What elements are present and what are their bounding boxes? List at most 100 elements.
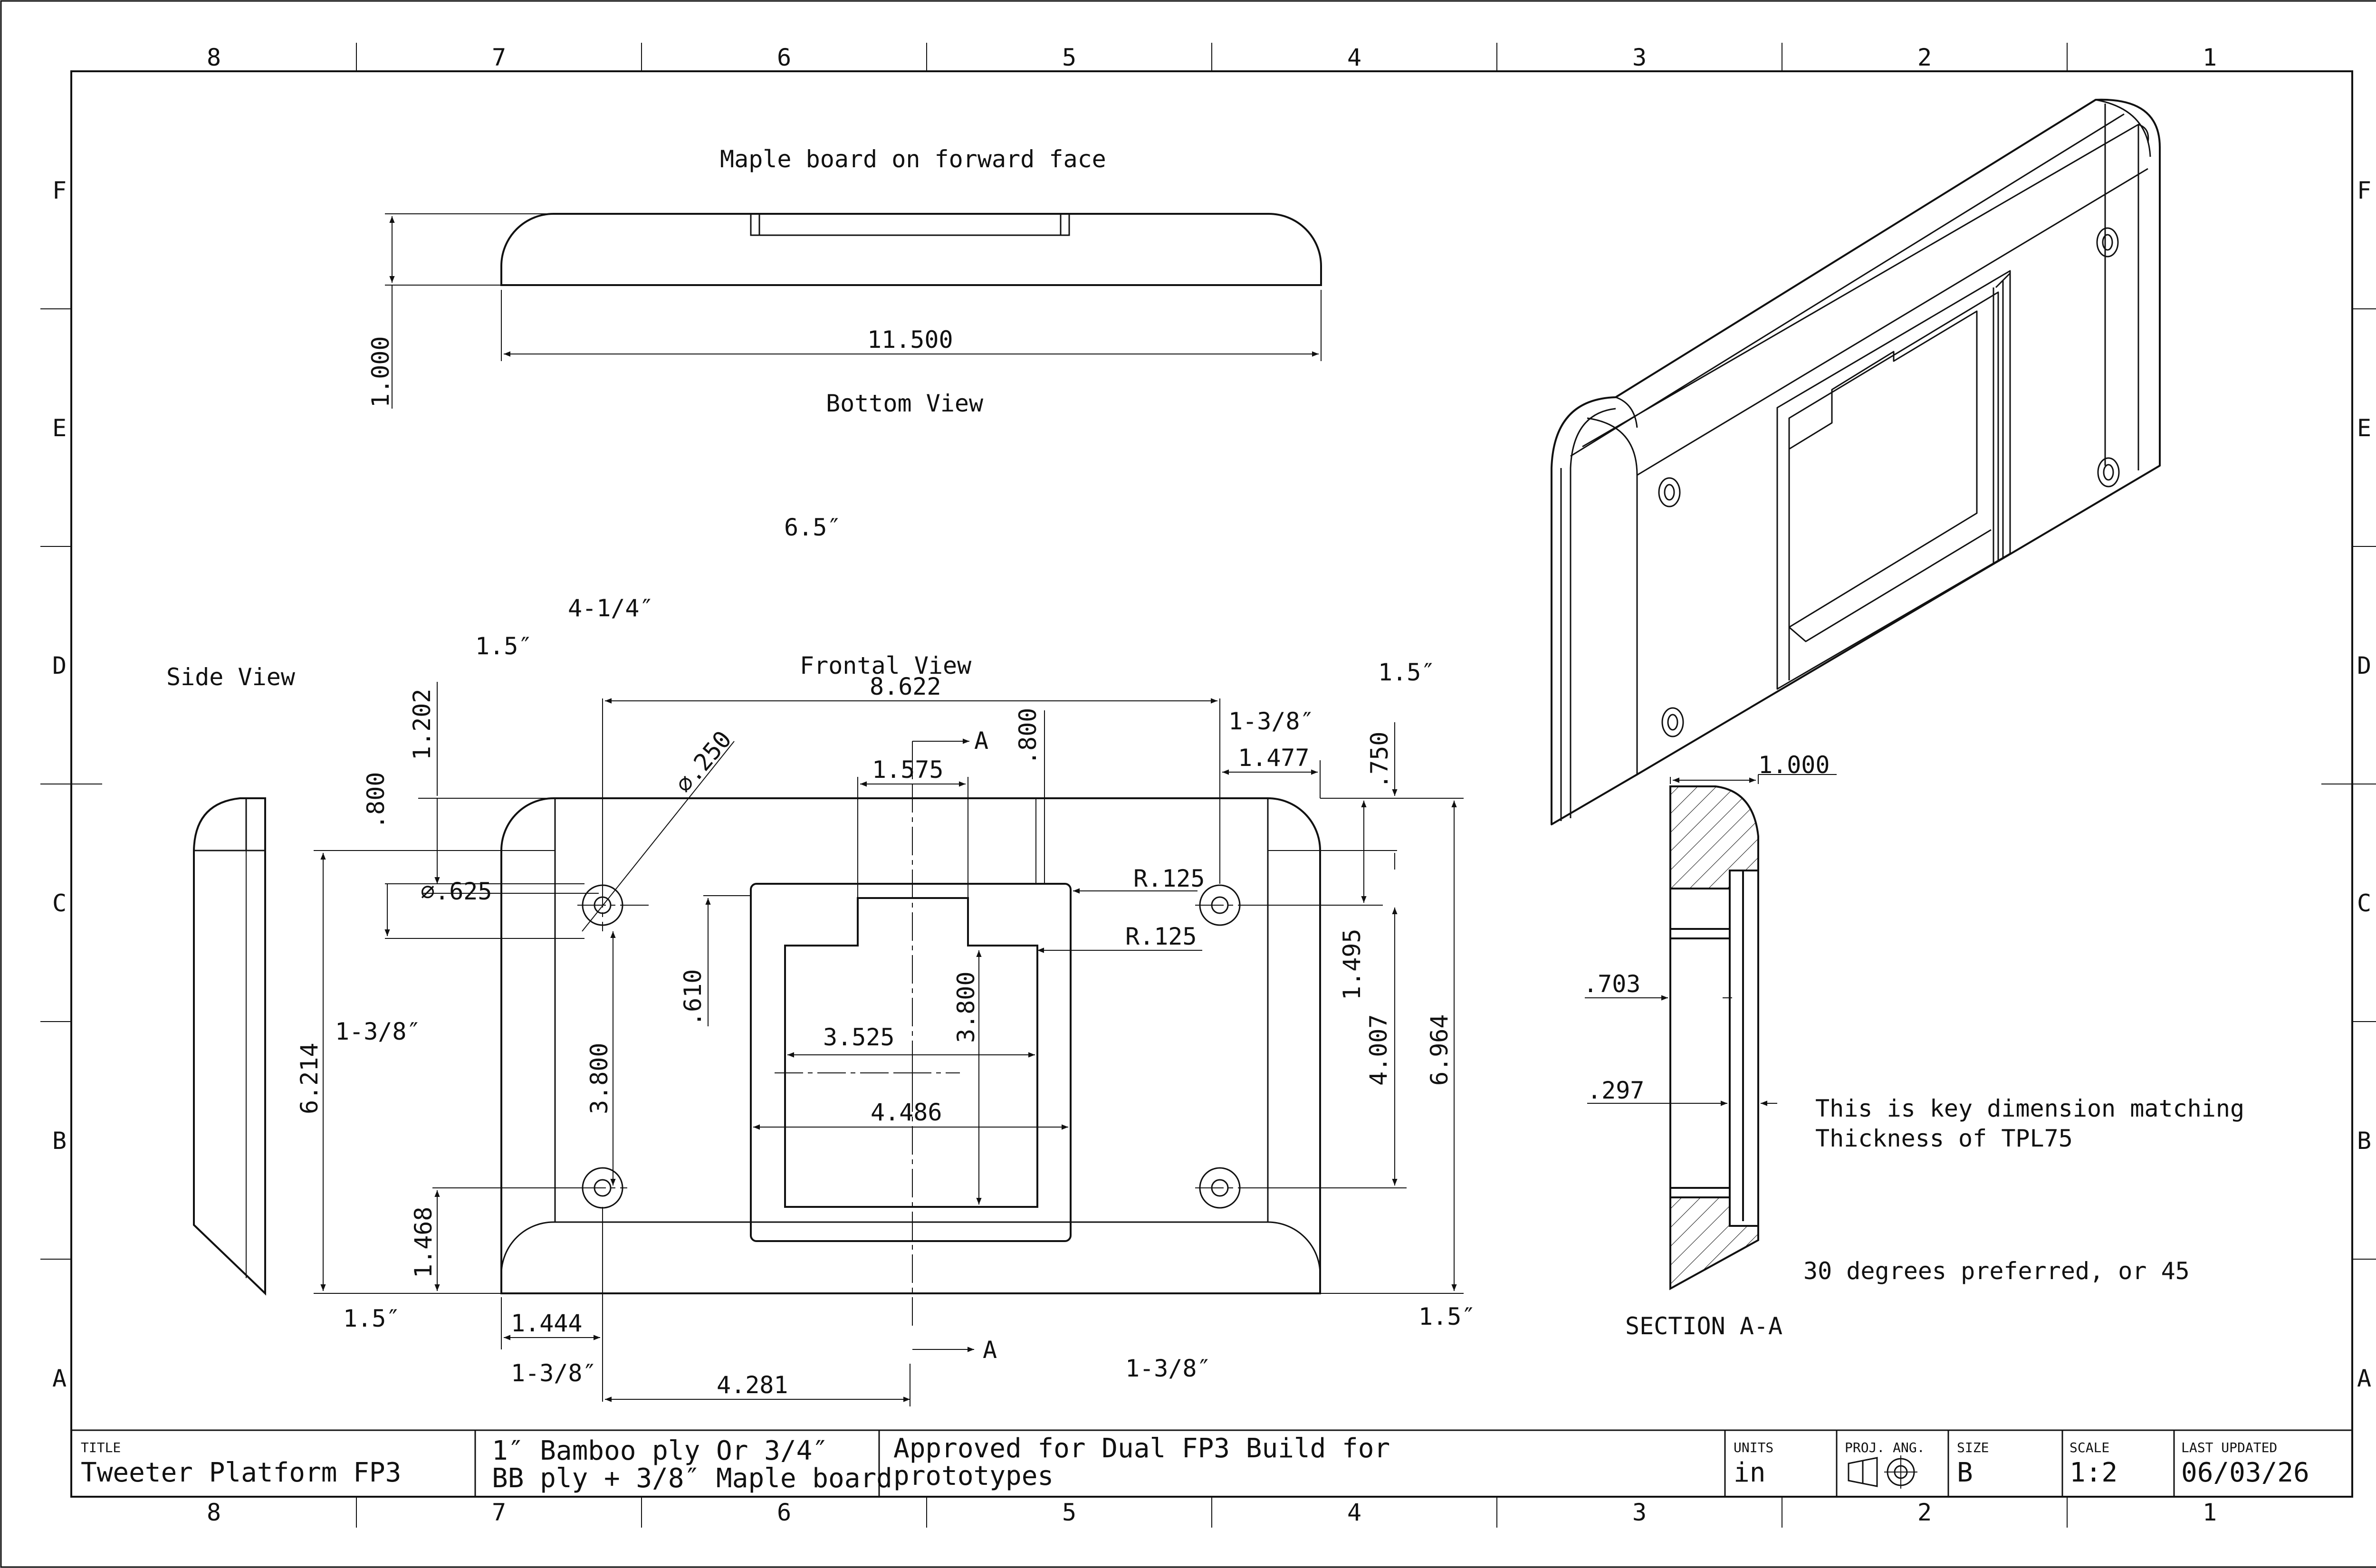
zone-row-d-right: D [2357, 652, 2371, 679]
iso-front-face [1587, 168, 2148, 774]
note-1-3-8-left: 1-3/8″ [335, 1018, 421, 1045]
dim-4007: 4.007 [1365, 1014, 1392, 1086]
dim-1000-section: 1.000 [1758, 751, 1830, 779]
zone-col-6-bottom: 6 [777, 1499, 791, 1526]
dim-bottom-height [385, 213, 546, 409]
units-label: UNITS [1734, 1440, 1773, 1455]
scale-value: 1:2 [2069, 1457, 2117, 1488]
note-1-3-8-bottom-right: 1-3/8″ [1125, 1355, 1211, 1382]
size-value: B [1957, 1457, 1973, 1488]
zone-col-2-bottom: 2 [1917, 1499, 1932, 1526]
bottom-view-outline [500, 213, 1322, 286]
updated-label: LAST UPDATED [2181, 1440, 2277, 1455]
zone-col-7-bottom: 7 [492, 1499, 506, 1526]
dim-1202: 1.202 [408, 688, 436, 760]
dim-bottom-width [501, 290, 1322, 361]
frontal-view [500, 741, 1321, 1326]
section-mark-a-bottom: A [983, 1336, 997, 1364]
side-view-title: Side View [166, 663, 296, 691]
dim-3800-inner: 3.800 [952, 971, 980, 1043]
title-block [71, 1429, 2352, 1497]
zone-col-5-bottom: 5 [1062, 1499, 1076, 1526]
title-value: Tweeter Platform FP3 [81, 1457, 401, 1488]
note-key-dimension-line1: This is key dimension matching [1815, 1095, 2244, 1122]
dim-1444: 1.444 [511, 1310, 583, 1337]
note-1-3-8-bottom-left: 1-3/8″ [511, 1359, 597, 1387]
size-label: SIZE [1957, 1440, 1989, 1455]
zone-row-f-left: F [52, 177, 67, 204]
frontal-bottom-arcs [500, 1221, 1321, 1293]
dim-3800-left: 3.800 [585, 1042, 613, 1114]
zone-col-4-bottom: 4 [1347, 1499, 1361, 1526]
note-4-1-4: 4-1/4″ [568, 594, 654, 622]
frontal-dimension-lines [314, 682, 1464, 1406]
title-block-text: TITLE Tweeter Platform FP3 1″ Bamboo ply… [81, 1433, 2309, 1494]
zone-col-3-bottom: 3 [1632, 1499, 1647, 1526]
bottom-view-title: Bottom View [826, 390, 984, 417]
iso-mount-holes [1658, 227, 2120, 737]
material-line1: 1″ Bamboo ply Or 3/4″ [492, 1435, 828, 1466]
zone-col-1-top: 1 [2203, 44, 2217, 71]
zone-labels: 8 7 6 5 4 3 2 1 8 7 6 5 4 3 2 1 F E D C … [52, 44, 2371, 1526]
title-label: TITLE [81, 1440, 121, 1455]
zone-col-4-top: 4 [1347, 44, 1361, 71]
section-body-lines [1669, 786, 1759, 1289]
zone-col-8-bottom: 8 [207, 1499, 221, 1526]
dim-r125-bottom: R.125 [1125, 923, 1197, 950]
dim-1000-bottom: 1.000 [367, 336, 394, 408]
iso-baffle-strip [1993, 272, 2011, 563]
approval-line2: prototypes [893, 1461, 1054, 1492]
center-lines [577, 741, 1245, 1326]
section-hatch-top [1669, 785, 1759, 889]
iso-outer-outline [1551, 98, 2161, 825]
note-key-dimension-line2: Thickness of TPL75 [1815, 1125, 2073, 1152]
isometric-view [1551, 98, 2161, 825]
dim-1575: 1.575 [872, 756, 944, 784]
dim-6214: 6.214 [296, 1042, 323, 1114]
bottom-view-caption: Maple board on forward face [720, 145, 1106, 173]
dim-dia-625: ⌀.625 [421, 878, 492, 905]
frontal-speaker-opening [784, 897, 1038, 1208]
scale-label: SCALE [2069, 1440, 2109, 1455]
section-a-a: 1.000 .703 .297 This is key dimension ma… [1583, 751, 2244, 1340]
bottom-view-slot [750, 214, 1070, 236]
section-dimension-lines [1585, 774, 1837, 1106]
dim-800-top: .800 [1014, 708, 1042, 765]
dim-297: .297 [1587, 1077, 1644, 1104]
dim-11500: 11.500 [867, 326, 953, 354]
zone-col-1-bottom: 1 [2203, 1499, 2217, 1526]
dim-r125-top: R.125 [1133, 865, 1205, 892]
iso-recess [1776, 270, 2011, 690]
dim-750: .750 [1366, 732, 1393, 789]
free-notes: 6.5″ 4-1/4″ 1.5″ 1.5″ 1-3/8″ 1-3/8″ 1.5″… [335, 514, 1475, 1387]
dim-6964: 6.964 [1426, 1014, 1453, 1086]
units-value: in [1734, 1457, 1765, 1488]
zone-col-2-top: 2 [1917, 44, 1932, 71]
section-mark-a-top: A [974, 727, 988, 755]
frontal-view-title: Frontal View [800, 652, 972, 679]
section-cut-markers [912, 738, 974, 1352]
iso-recess-inner [1788, 310, 1992, 642]
iso-top-rounded-end [2095, 99, 2151, 470]
zone-col-6-top: 6 [777, 44, 791, 71]
note-1-3-8-right-top: 1-3/8″ [1228, 708, 1314, 735]
side-view: Side View [166, 663, 296, 1296]
projection-angle-icon [1848, 1455, 1917, 1489]
zone-row-e-right: E [2357, 414, 2371, 442]
proj-angle-label: PROJ. ANG. [1845, 1440, 1925, 1455]
section-a-a-title: SECTION A-A [1625, 1312, 1782, 1340]
approval-line1: Approved for Dual FP3 Build for [893, 1433, 1390, 1464]
zone-row-b-right: B [2357, 1127, 2371, 1155]
dim-4281: 4.281 [717, 1371, 788, 1399]
zone-col-8-top: 8 [207, 44, 221, 71]
note-1-5-right-top: 1.5″ [1378, 659, 1435, 686]
note-1-5-right-bottom: 1.5″ [1418, 1303, 1475, 1330]
material-line2: BB ply + 3/8″ Maple board [492, 1463, 892, 1494]
dim-1495: 1.495 [1338, 928, 1366, 1000]
frontal-maple-cutout [750, 883, 1072, 1242]
zone-row-d-left: D [52, 652, 67, 679]
zone-row-a-left: A [52, 1365, 67, 1392]
dim-4486: 4.486 [871, 1099, 942, 1126]
